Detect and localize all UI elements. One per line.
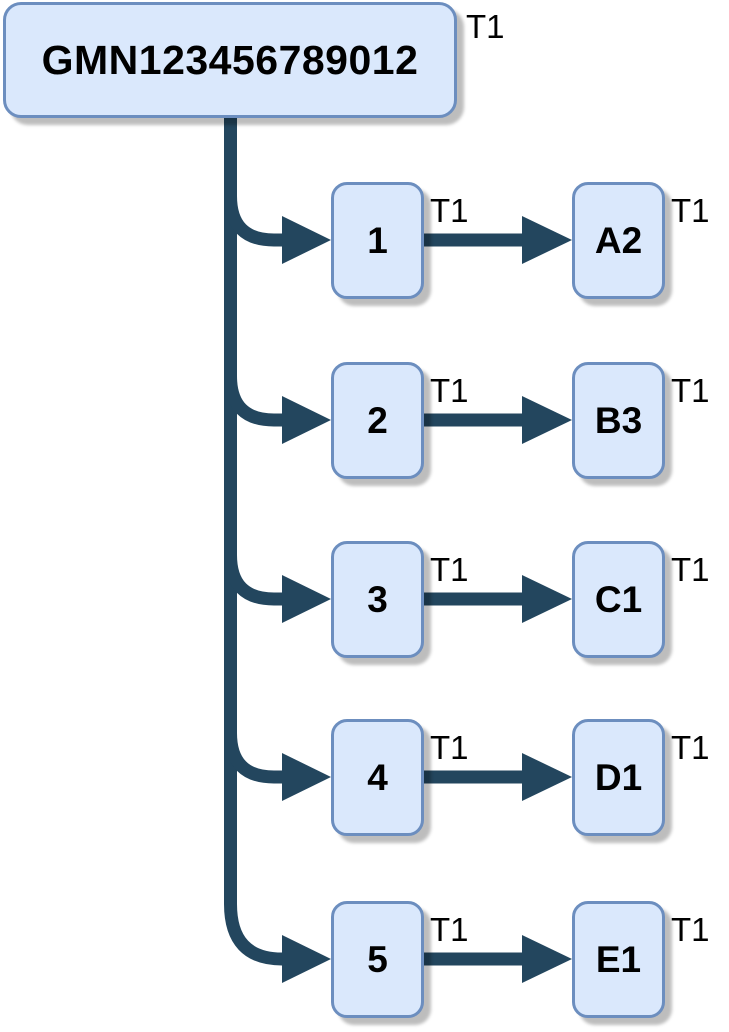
- source-node-1-tag: T1: [430, 192, 469, 229]
- target-node-5-label: E1: [595, 938, 642, 980]
- edge-branch-4: [224, 732, 284, 784]
- source-node-2[interactable]: 2: [331, 362, 424, 479]
- target-node-4-tag: T1: [671, 729, 710, 766]
- arrowhead-branch-1: [282, 216, 331, 264]
- target-node-3-label: C1: [594, 578, 643, 620]
- arrowhead-link-1: [522, 216, 572, 264]
- arrowhead-link-3: [522, 575, 572, 623]
- target-node-1[interactable]: A2: [572, 182, 665, 299]
- source-node-4-tag: T1: [430, 729, 469, 766]
- target-node-2-tag: T1: [671, 372, 710, 409]
- arrowhead-branch-3: [282, 575, 331, 623]
- source-node-5[interactable]: 5: [331, 901, 424, 1018]
- source-node-4-label: 4: [367, 756, 388, 798]
- source-node-2-label: 2: [367, 399, 388, 441]
- edge-branch-1: [224, 195, 284, 247]
- edge-branch-2: [224, 375, 284, 427]
- source-node-3-label: 3: [367, 578, 388, 620]
- target-node-1-label: A2: [594, 219, 643, 261]
- root-node-tag: T1: [466, 8, 505, 45]
- arrowhead-link-2: [522, 396, 572, 444]
- edge-trunk: [224, 116, 289, 966]
- target-node-2[interactable]: B3: [572, 362, 665, 479]
- source-node-5-tag: T1: [430, 911, 469, 948]
- target-node-2-label: B3: [594, 399, 643, 441]
- arrowhead-branch-2: [282, 396, 331, 444]
- target-node-5[interactable]: E1: [572, 901, 665, 1018]
- target-node-5-tag: T1: [671, 911, 710, 948]
- target-node-1-tag: T1: [671, 192, 710, 229]
- arrowhead-link-5: [522, 935, 572, 983]
- source-node-5-label: 5: [367, 938, 388, 980]
- source-node-3-tag: T1: [430, 551, 469, 588]
- root-node[interactable]: GMN123456789012: [3, 2, 457, 118]
- source-node-4[interactable]: 4: [331, 719, 424, 836]
- target-node-4-label: D1: [594, 756, 643, 798]
- edge-branch-3: [224, 554, 284, 606]
- target-node-4[interactable]: D1: [572, 719, 665, 836]
- target-node-3-tag: T1: [671, 551, 710, 588]
- arrowhead-branch-4: [282, 753, 331, 801]
- source-node-3[interactable]: 3: [331, 541, 424, 658]
- root-node-label: GMN123456789012: [41, 36, 419, 83]
- arrowhead-link-4: [522, 753, 572, 801]
- arrowhead-branch-5: [282, 935, 331, 983]
- source-node-1[interactable]: 1: [331, 182, 424, 299]
- source-node-2-tag: T1: [430, 372, 469, 409]
- source-node-1-label: 1: [367, 219, 388, 261]
- target-node-3[interactable]: C1: [572, 541, 665, 658]
